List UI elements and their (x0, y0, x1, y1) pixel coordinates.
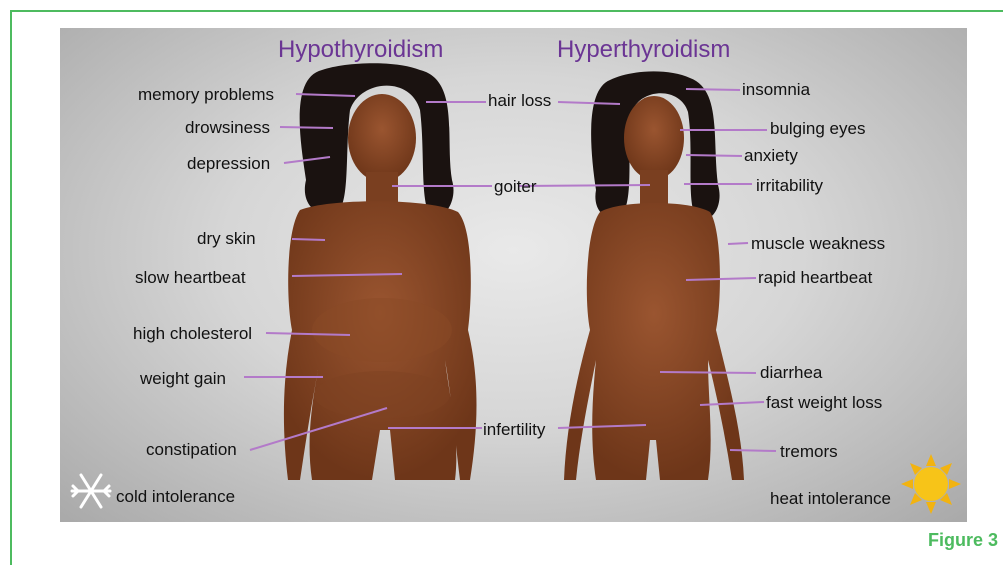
label-slow-heartbeat: slow heartbeat (135, 268, 246, 288)
label-cold-intolerance: cold intolerance (116, 487, 235, 507)
head (624, 96, 684, 180)
snowflake-icon (72, 475, 110, 507)
head (348, 94, 416, 182)
label-heat-intolerance: heat intolerance (770, 489, 891, 509)
label-diarrhea: diarrhea (760, 363, 822, 383)
label-high-cholesterol: high cholesterol (133, 324, 252, 344)
label-goiter: goiter (494, 177, 537, 197)
label-hair-loss: hair loss (488, 91, 551, 111)
label-insomnia: insomnia (742, 80, 810, 100)
label-memory-problems: memory problems (138, 85, 274, 105)
label-bulging-eyes: bulging eyes (770, 119, 865, 139)
label-drowsiness: drowsiness (185, 118, 270, 138)
label-tremors: tremors (780, 442, 838, 462)
figure-caption: Figure 3 (928, 530, 998, 551)
label-depression: depression (187, 154, 270, 174)
label-constipation: constipation (146, 440, 237, 460)
hypothyroid-figure (284, 63, 477, 480)
label-rapid-heartbeat: rapid heartbeat (758, 268, 872, 288)
label-weight-gain: weight gain (140, 369, 226, 389)
body (564, 203, 744, 480)
neck (366, 172, 398, 206)
label-irritability: irritability (756, 176, 823, 196)
label-dry-skin: dry skin (197, 229, 256, 249)
label-muscle-weakness: muscle weakness (751, 234, 885, 254)
label-infertility: infertility (483, 420, 545, 440)
label-fast-weight-loss: fast weight loss (766, 393, 882, 413)
label-anxiety: anxiety (744, 146, 798, 166)
hyperthyroid-figure (564, 71, 744, 480)
sun-icon (901, 454, 961, 514)
neck (640, 170, 668, 206)
